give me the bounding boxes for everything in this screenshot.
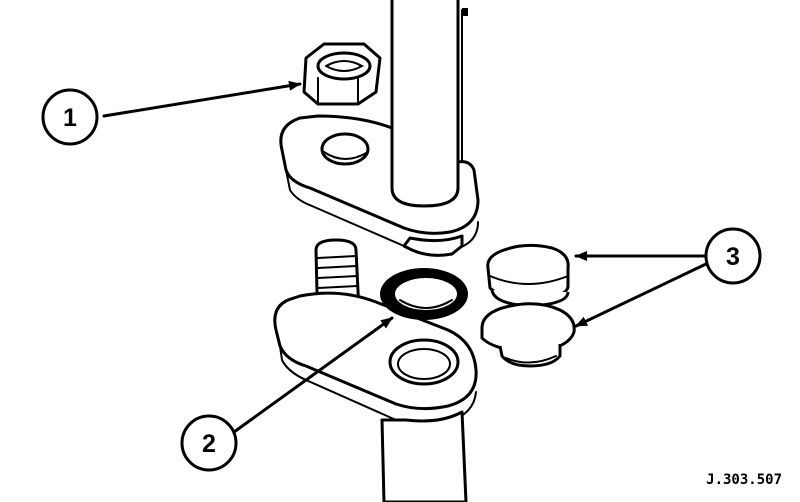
lower-shaft bbox=[380, 410, 468, 502]
callout-3: 3 bbox=[704, 227, 762, 285]
callout-label: 2 bbox=[202, 430, 216, 458]
callout-1: 1 bbox=[41, 88, 99, 146]
upper-bush bbox=[486, 243, 570, 308]
upper-lever-plate bbox=[279, 114, 480, 257]
reference-code: J.303.507 bbox=[706, 472, 782, 488]
seal-ring bbox=[380, 268, 468, 320]
callout-label: 3 bbox=[726, 243, 740, 271]
nut bbox=[302, 42, 382, 106]
leader-lines bbox=[102, 80, 708, 434]
callout-circle bbox=[180, 414, 238, 472]
callout-circle bbox=[41, 88, 99, 146]
lower-bush bbox=[480, 302, 576, 368]
callout-2: 2 bbox=[180, 414, 238, 472]
callout-label: 1 bbox=[63, 104, 77, 132]
callout-circle bbox=[704, 227, 762, 285]
lower-lever-plate bbox=[273, 291, 478, 426]
